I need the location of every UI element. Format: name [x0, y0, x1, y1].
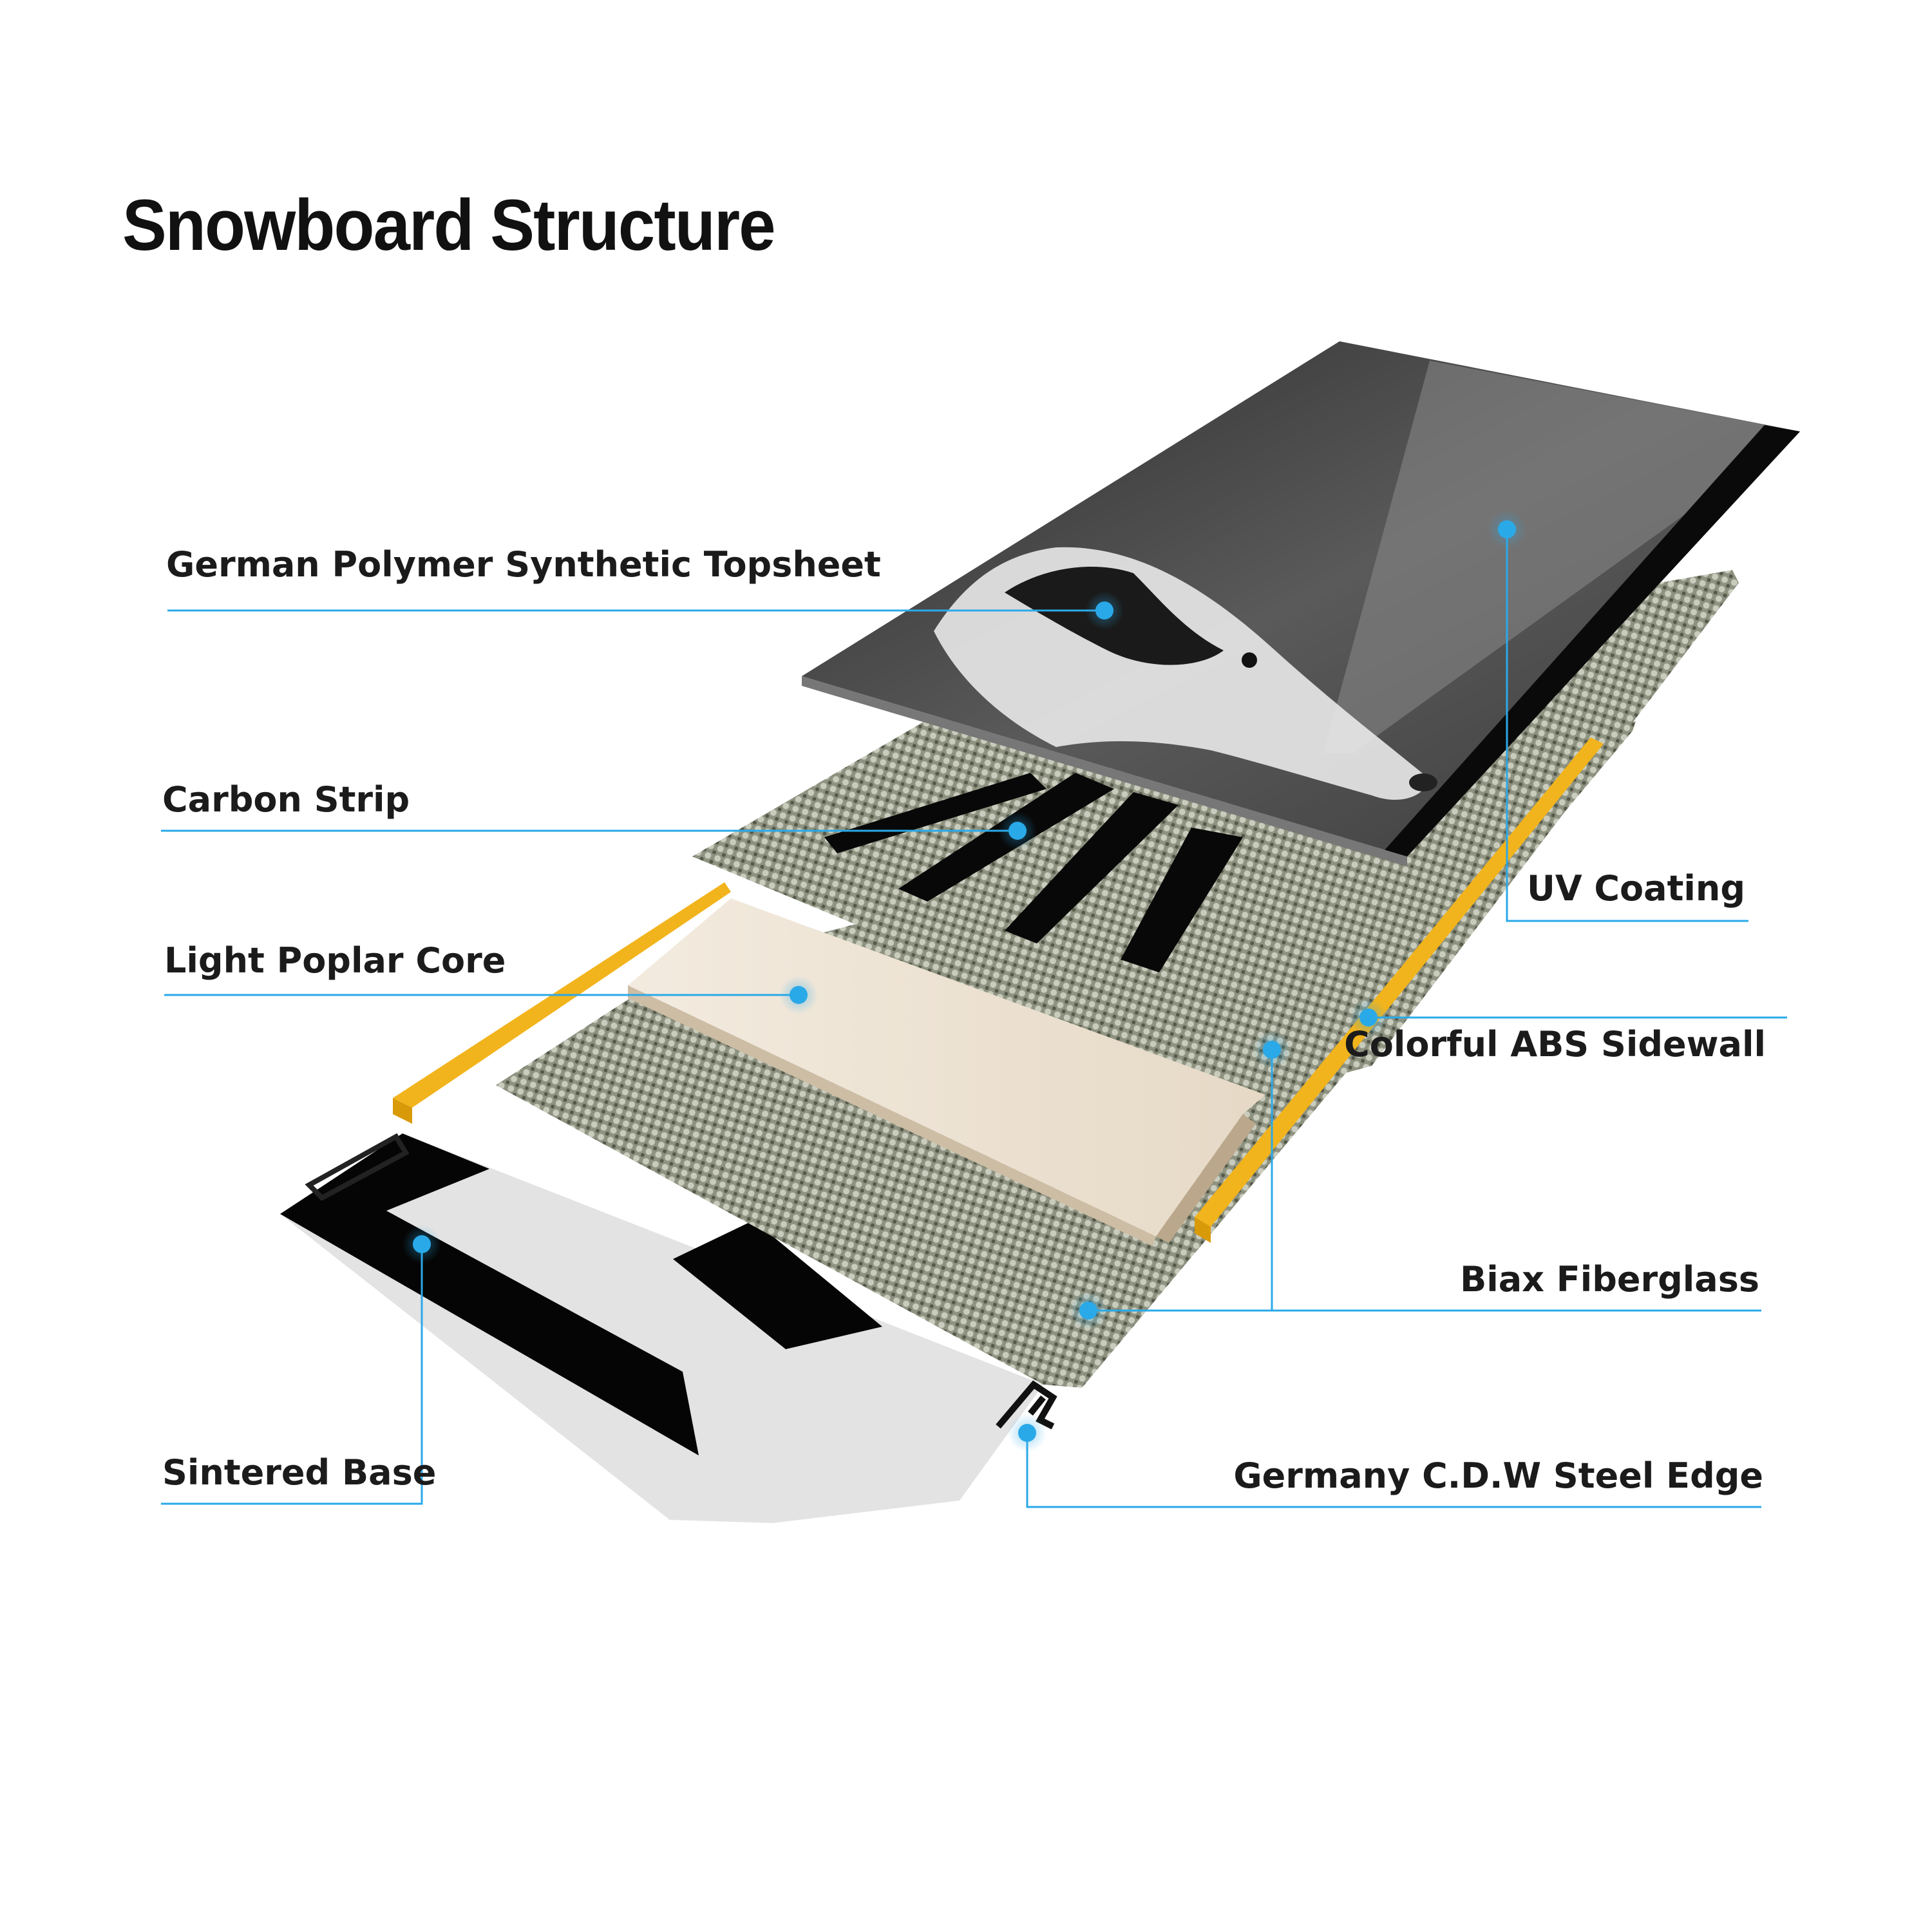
sintered-base-layer [280, 1133, 1043, 1523]
marker-core [779, 976, 818, 1014]
marker-carbon [998, 811, 1037, 850]
carbon-strips [824, 773, 1243, 972]
leader-uv [1506, 529, 1748, 922]
label-uv-coating: UV Coating [1526, 868, 1745, 909]
label-poplar-core: Light Poplar Core [164, 940, 506, 981]
marker-edge [1008, 1414, 1046, 1452]
label-steel-edge: Germany C.D.W Steel Edge [1233, 1455, 1763, 1496]
label-topsheet: German Polymer Synthetic Topsheet [166, 544, 881, 585]
leader-fiberglass-b [1271, 1050, 1761, 1312]
steel-edge [996, 1380, 1057, 1430]
leader-base [161, 1244, 423, 1505]
label-carbon-strip: Carbon Strip [162, 779, 410, 820]
leader-edge [1026, 1433, 1761, 1508]
leader-lines [161, 529, 1787, 1508]
right-sidewall [1195, 737, 1604, 1243]
topsheet-layer [802, 341, 1800, 866]
label-abs-sidewall: Colorful ABS Sidewall [1344, 1024, 1766, 1065]
marker-base [402, 1225, 441, 1264]
marker-fiberglass-upper [1253, 1030, 1291, 1069]
marker-topsheet [1085, 591, 1124, 630]
marker-uv [1488, 510, 1526, 549]
label-sintered-base: Sintered Base [162, 1452, 437, 1493]
label-biax-fiberglass: Biax Fiberglass [1460, 1259, 1759, 1300]
marker-fiberglass-lower [1069, 1291, 1108, 1330]
marker-dots [402, 510, 1526, 1452]
diagram-title: Snowboard Structure [122, 185, 776, 265]
marker-sidewall [1349, 998, 1388, 1037]
